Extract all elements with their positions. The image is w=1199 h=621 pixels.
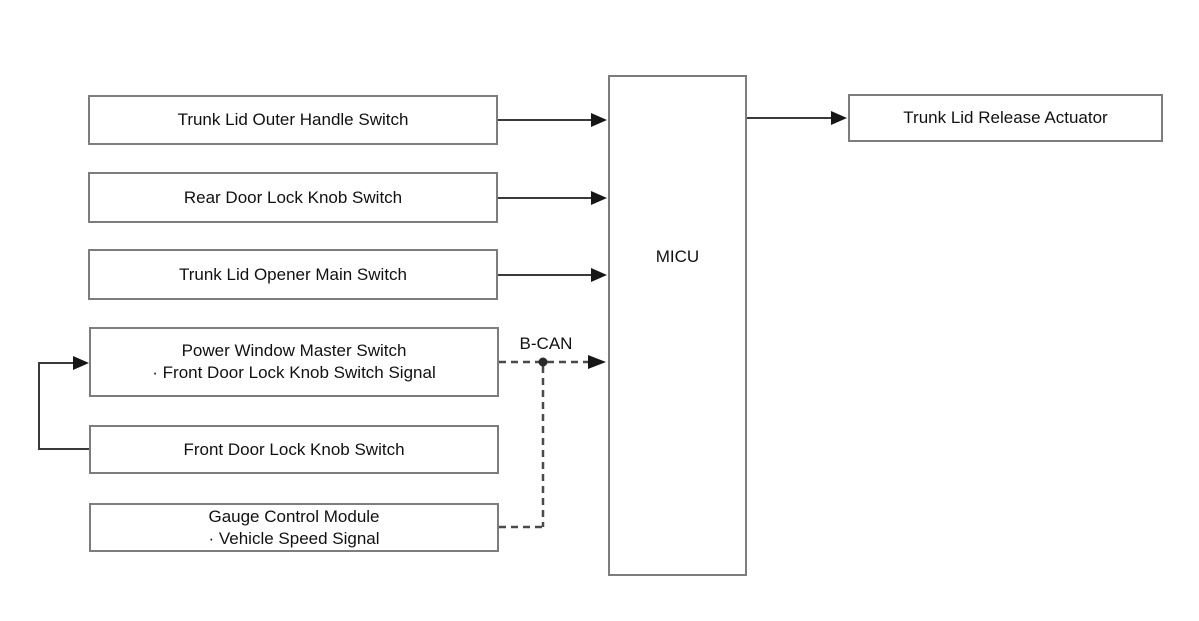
connector-micu-to-actuator xyxy=(747,111,847,125)
connector-front-door-lock-to-master-switch xyxy=(38,356,89,450)
input-box-trunk-lid-opener-main-switch: Trunk Lid Opener Main Switch xyxy=(88,249,498,300)
controller-label: MICU xyxy=(655,247,700,266)
arrowhead-icon xyxy=(831,111,847,125)
bus-junction-dot xyxy=(538,357,548,367)
input-box-gauge-control-module: Gauge Control Module · Vehicle Speed Sig… xyxy=(89,503,499,552)
box-label: Gauge Control Module xyxy=(208,506,380,526)
controller-box-micu: MICU xyxy=(608,75,747,576)
arrowhead-icon xyxy=(591,191,607,205)
output-box-trunk-lid-release-actuator: Trunk Lid Release Actuator xyxy=(848,94,1163,142)
box-label: Trunk Lid Release Actuator xyxy=(903,108,1108,127)
bus-label-bcan: B-CAN xyxy=(519,334,573,353)
connector-trunk-opener-main-to-micu xyxy=(498,268,607,282)
input-box-power-window-master-switch: Power Window Master Switch · Front Door … xyxy=(89,327,499,397)
input-box-front-door-lock-knob-switch: Front Door Lock Knob Switch xyxy=(89,425,499,474)
arrowhead-icon xyxy=(591,268,607,282)
arrowhead-icon xyxy=(591,113,607,127)
arrowhead-icon xyxy=(73,356,89,370)
connector-bcan-bus xyxy=(499,355,606,529)
box-label: Rear Door Lock Knob Switch xyxy=(183,187,403,207)
input-box-rear-door-lock-knob-switch: Rear Door Lock Knob Switch xyxy=(88,172,498,223)
connector-rear-door-lock-to-micu xyxy=(498,191,607,205)
connector-trunk-outer-handle-to-micu xyxy=(498,113,607,127)
box-label: Trunk Lid Outer Handle Switch xyxy=(177,110,409,129)
box-label: Front Door Lock Knob Switch xyxy=(183,439,405,459)
arrowhead-icon xyxy=(588,355,606,369)
input-box-trunk-lid-outer-handle-switch: Trunk Lid Outer Handle Switch xyxy=(88,95,498,145)
box-label: Power Window Master Switch xyxy=(181,341,407,360)
box-sublabel: · Vehicle Speed Signal xyxy=(208,528,380,548)
box-sublabel: · Front Door Lock Knob Switch Signal xyxy=(152,363,436,382)
box-label: Trunk Lid Opener Main Switch xyxy=(178,264,408,284)
